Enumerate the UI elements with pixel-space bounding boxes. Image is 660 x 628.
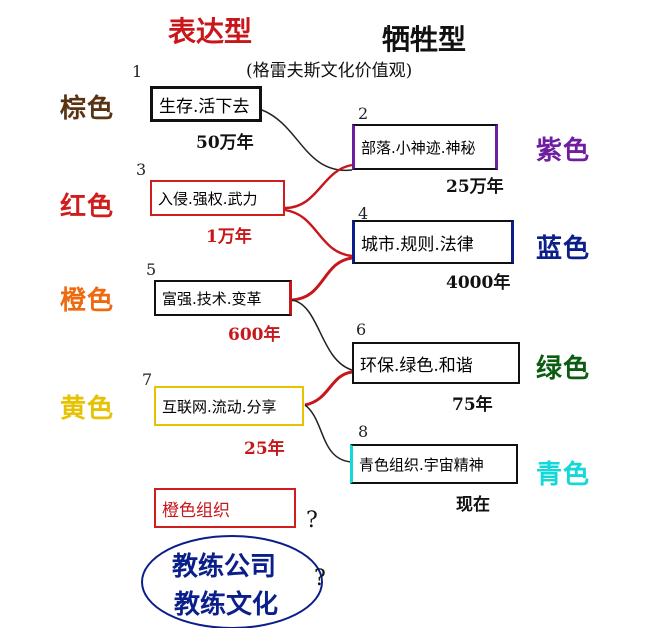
stage-text: 城市.规则.法律 <box>361 234 474 255</box>
stage-years: 50万年 <box>196 133 254 153</box>
future-box: 橙色组织 <box>154 488 296 528</box>
stage-years: 25万年 <box>446 177 504 197</box>
stage-text: 青色组织.宇宙精神 <box>359 455 484 474</box>
stage-number: 7 <box>142 370 153 389</box>
stage-number: 8 <box>358 422 369 441</box>
stage-text: 互联网.流动.分享 <box>162 397 277 416</box>
label-blue: 蓝色 <box>536 234 591 264</box>
question-mark-1: ? <box>306 508 318 533</box>
label-brown: 棕色 <box>60 94 115 124</box>
sacrifice-title: 牺牲型 <box>382 23 467 56</box>
stage-box-orange: 富强.技术.变革 <box>154 280 292 316</box>
oval-line-1: 教练公司 <box>172 552 277 582</box>
connector-7-6 <box>304 370 353 407</box>
expressive-title: 表达型 <box>168 15 253 48</box>
stage-number: 1 <box>132 62 143 81</box>
label-red: 红色 <box>60 192 115 222</box>
stage-years: 4000年 <box>446 273 511 293</box>
future-oval <box>141 535 323 628</box>
connector-5-4 <box>291 256 353 302</box>
question-mark-2: ? <box>314 566 326 591</box>
stage-text: 入侵.强权.武力 <box>158 189 258 208</box>
stage-years: 600年 <box>228 325 281 345</box>
graves-subtitle: (格雷夫斯文化价值观) <box>246 61 413 81</box>
connector-7-8 <box>304 404 353 463</box>
label-purple: 紫色 <box>536 136 591 166</box>
stage-box-yellow: 互联网.流动.分享 <box>154 386 304 426</box>
stage-box-cyan: 青色组织.宇宙精神 <box>350 444 518 484</box>
stage-box-purple: 部落.小神迹.神秘 <box>352 124 498 170</box>
label-orange: 橙色 <box>60 286 115 316</box>
connector-3-4 <box>284 208 353 258</box>
stage-box-red: 入侵.强权.武力 <box>150 180 285 216</box>
label-yellow: 黄色 <box>60 394 115 424</box>
stage-years: 25年 <box>244 439 285 459</box>
stage-text: 环保.绿色.和谐 <box>360 355 473 376</box>
stage-box-green: 环保.绿色.和谐 <box>352 342 520 384</box>
connector-1-2 <box>261 109 353 171</box>
stage-text: 部落.小神迹.神秘 <box>361 138 476 157</box>
stage-text: 生存.活下去 <box>159 96 250 117</box>
stage-box-blue: 城市.规则.法律 <box>352 220 514 264</box>
label-cyan: 青色 <box>536 460 591 490</box>
connector-3-2 <box>284 163 353 210</box>
stage-box-brown: 生存.活下去 <box>150 86 262 122</box>
stage-number: 6 <box>356 320 367 339</box>
future-text: 橙色组织 <box>162 500 230 521</box>
stage-number: 4 <box>358 204 369 223</box>
stage-text: 富强.技术.变革 <box>162 289 262 308</box>
stage-number: 2 <box>358 104 369 123</box>
oval-line-2: 教练文化 <box>174 590 279 620</box>
connector-5-6 <box>291 299 353 371</box>
stage-years: 75年 <box>452 395 493 415</box>
stage-number: 5 <box>146 260 157 279</box>
stage-years: 现在 <box>456 495 490 515</box>
stage-number: 3 <box>136 160 147 179</box>
stage-years: 1万年 <box>206 227 252 247</box>
label-green: 绿色 <box>536 354 591 384</box>
